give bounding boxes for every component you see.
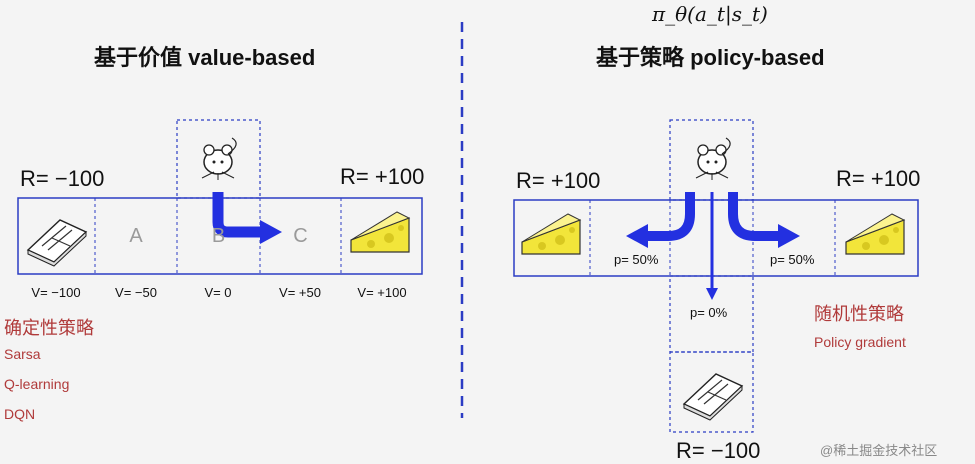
left-reward-right: R= +100 — [340, 164, 425, 189]
cheese-icon — [350, 211, 411, 253]
policy-gradient-label: Policy gradient — [814, 334, 906, 350]
value-label: V= 0 — [204, 285, 232, 300]
left-policy-arrow — [212, 192, 262, 238]
right-trap-cell — [669, 351, 754, 433]
value-label: V= +100 — [357, 285, 407, 300]
policy-formula: π_θ(a_t|s_t) — [652, 2, 768, 26]
mouse-icon — [695, 137, 731, 180]
left-title: 基于价值 value-based — [94, 45, 316, 70]
value-label: V= −50 — [115, 285, 157, 300]
prob-right-label: p= 50% — [768, 252, 817, 267]
right-right-arrow — [728, 192, 778, 241]
watermark: @稀土掘金技术社区 — [820, 443, 938, 458]
cheese-icon — [845, 213, 906, 255]
stochastic-policy-label: 随机性策略 — [814, 304, 904, 324]
left-mouse-cell — [176, 119, 261, 199]
value-label: V= +50 — [279, 285, 321, 300]
state-c-label: C — [293, 224, 308, 247]
mouse-icon — [201, 137, 237, 180]
prob-left-label: p= 50% — [612, 252, 661, 267]
deterministic-policy-label: 确定性策略 — [4, 318, 94, 338]
right-left-arrow — [648, 192, 695, 241]
algorithm-q-learning: Q-learning — [4, 376, 70, 392]
prob-down-label: p= 0% — [688, 305, 730, 320]
right-reward-bottom: R= −100 — [676, 438, 761, 463]
mousetrap-icon — [26, 219, 88, 267]
mousetrap-icon — [682, 373, 744, 421]
state-a-label: A — [129, 224, 143, 247]
algorithm-sarsa: Sarsa — [4, 346, 41, 362]
right-reward-left: R= +100 — [516, 168, 601, 193]
state-b-label: B — [211, 224, 226, 247]
value-label: V= −100 — [31, 285, 81, 300]
right-reward-right: R= +100 — [836, 166, 921, 191]
cheese-icon — [521, 213, 582, 255]
algorithm-dqn: DQN — [4, 406, 36, 422]
left-reward-left: R= −100 — [20, 166, 105, 191]
right-title: 基于策略 policy-based — [596, 45, 825, 70]
